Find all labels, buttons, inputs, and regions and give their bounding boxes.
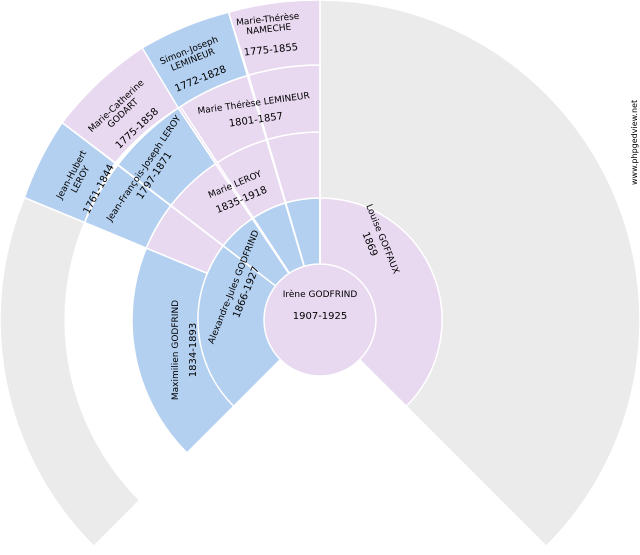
watermark: www.phpgedview.net <box>630 100 639 185</box>
sector-simon-joseph-lemineur[interactable] <box>141 11 321 321</box>
sector-irene-godfrind[interactable] <box>263 263 377 377</box>
sector-louise-goffaux[interactable] <box>319 197 443 408</box>
sector-jean-hubert-leroy[interactable] <box>23 121 321 321</box>
sector-marie-therese-nameche[interactable] <box>227 0 321 320</box>
label-root: Irène GODFRIND 1907-1925 <box>283 289 358 322</box>
empty-sector-mother-side <box>319 0 640 548</box>
sector-marie-catherine-godart[interactable] <box>61 46 321 321</box>
person-dates: 1834-1893 <box>188 323 199 378</box>
person-name: Irène GODFRIND <box>283 289 358 300</box>
person-dates: 1907-1925 <box>293 311 348 322</box>
person-name: Maximilien GODFRIND <box>171 300 181 400</box>
label-ff: Maximilien GODFRIND 1834-1893 <box>171 300 199 400</box>
